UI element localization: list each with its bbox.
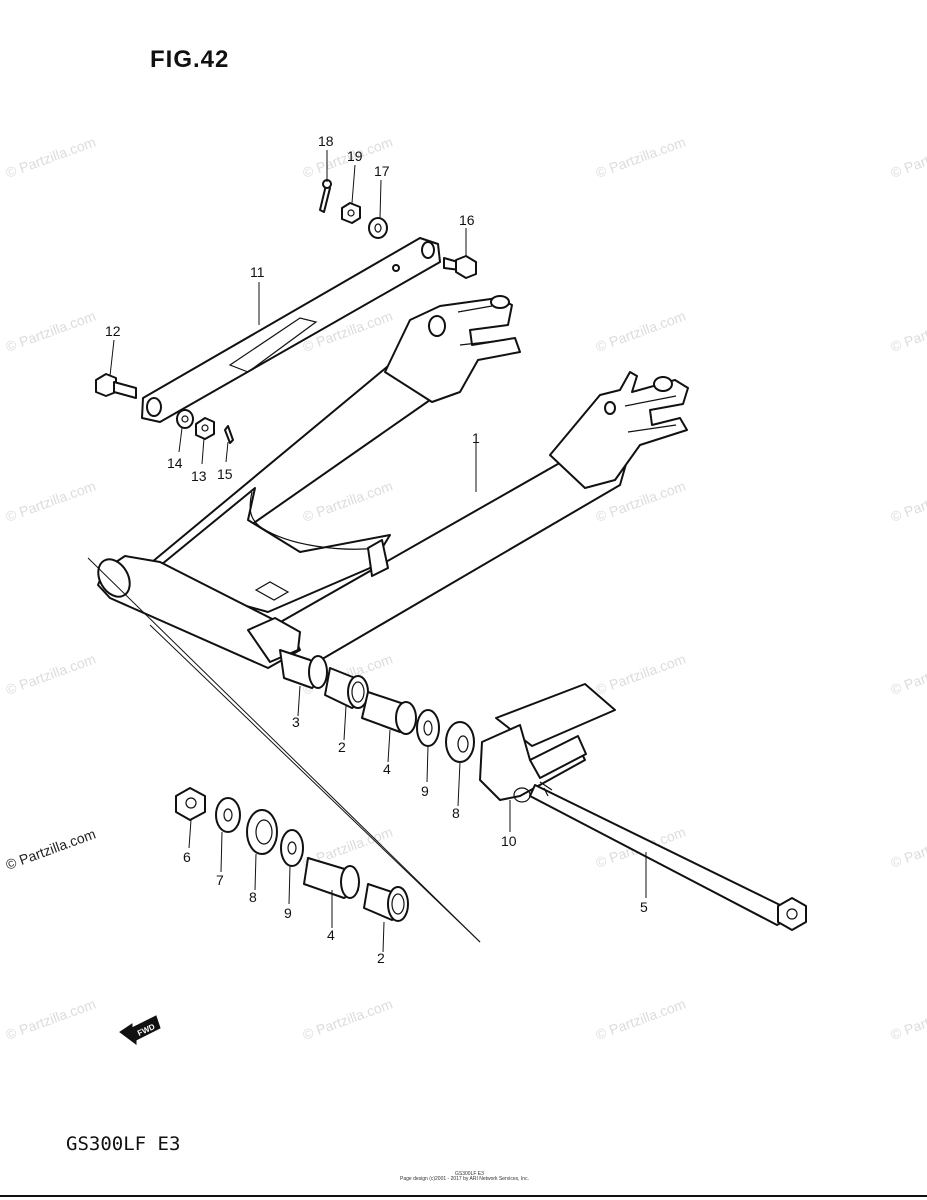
callout-label: 17 <box>374 163 390 179</box>
watermark: © Partzilla.com <box>4 308 98 355</box>
watermark: © Partzilla.com <box>4 134 98 181</box>
callout-label: 18 <box>318 133 334 149</box>
model-label: GS300LF E3 <box>66 1133 181 1155</box>
pivot-hardware-upper <box>279 649 475 763</box>
swing-arm-part <box>97 295 689 673</box>
callout-label: 12 <box>105 323 121 339</box>
callout-label: 7 <box>216 872 224 888</box>
watermark: © Partzilla.com <box>4 826 98 873</box>
watermark: © Partzilla.com <box>889 651 927 698</box>
callout-label: 1 <box>472 430 480 446</box>
callout-label: 14 <box>167 455 183 471</box>
callout-label: 8 <box>249 889 257 905</box>
watermark: © Partzilla.com <box>889 134 927 181</box>
watermark: © Partzilla.com <box>889 824 927 871</box>
callout-label: 11 <box>250 264 265 280</box>
watermark: © Partzilla.com <box>594 996 688 1043</box>
callout-labels: 1 2 2 3 4 4 5 6 7 8 8 9 9 10 11 12 13 14… <box>105 133 648 966</box>
watermark: © Partzilla.com <box>4 996 98 1043</box>
watermark: © Partzilla.com <box>594 134 688 181</box>
watermark: © Partzilla.com <box>301 996 395 1043</box>
callout-label: 13 <box>191 468 207 484</box>
watermark: © Partzilla.com <box>4 651 98 698</box>
watermark: © Partzilla.com <box>4 478 98 525</box>
callout-label: 9 <box>421 783 429 799</box>
hardware-top <box>95 179 477 444</box>
callout-label: 19 <box>347 148 363 164</box>
watermark: © Partzilla.com <box>889 996 927 1043</box>
watermark: © Partzilla.com <box>594 651 688 698</box>
callout-label: 8 <box>452 805 460 821</box>
pivot-hardware-lower <box>175 787 409 922</box>
torque-link-part <box>141 237 441 423</box>
callout-label: 15 <box>217 466 233 482</box>
pivot-bolt-part <box>529 781 807 931</box>
fwd-arrow-icon: FWD <box>119 1015 161 1045</box>
leader-lines <box>109 150 647 953</box>
callout-label: 4 <box>383 761 391 777</box>
callout-label: 6 <box>183 849 191 865</box>
callout-label: 5 <box>640 899 648 915</box>
callout-label: 2 <box>338 739 346 755</box>
assembly-lines <box>87 557 481 943</box>
watermark: © Partzilla.com <box>301 478 395 525</box>
figure-title: FIG.42 <box>150 46 230 73</box>
callout-label: 10 <box>501 833 517 849</box>
watermark: © Partzilla.com <box>594 308 688 355</box>
chain-guard-part <box>479 683 616 803</box>
watermark: © Partzilla.com <box>889 308 927 355</box>
callout-label: 2 <box>377 950 385 966</box>
callout-label: 9 <box>284 905 292 921</box>
footer-credit: Page design (c)2001 - 2017 by ARI Networ… <box>400 1176 529 1182</box>
callout-label: 16 <box>459 212 475 228</box>
watermark: © Partzilla.com <box>889 478 927 525</box>
callout-label: 4 <box>327 927 335 943</box>
footer-code: GS300LF E3 <box>455 1171 484 1177</box>
callout-label: 3 <box>292 714 300 730</box>
